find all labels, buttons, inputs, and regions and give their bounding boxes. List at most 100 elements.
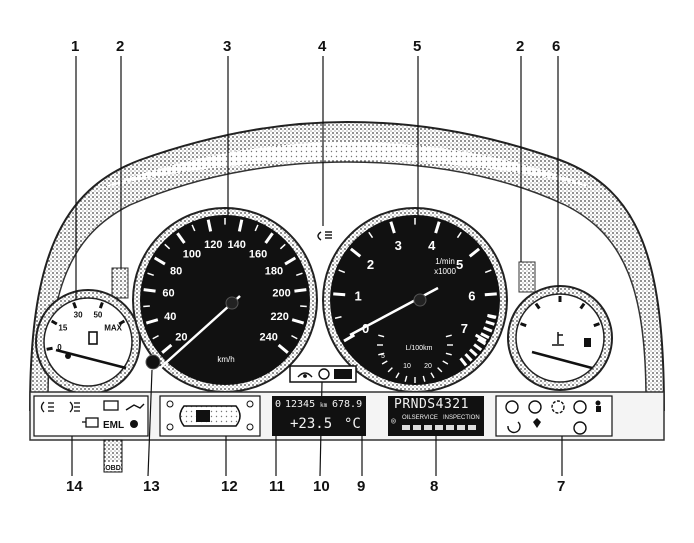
tachometer-tick	[349, 247, 362, 258]
front-fog-light-icon	[40, 401, 54, 413]
tachometer-tick	[368, 231, 374, 239]
cruise-control-icon	[297, 372, 313, 378]
oil-temp-icon	[584, 338, 591, 347]
fuel-economy-tick	[395, 372, 400, 379]
brake-pad-icon	[130, 420, 138, 428]
callout-7: 7	[557, 478, 566, 495]
speedometer-tick	[143, 305, 150, 308]
speedometer-tick	[300, 305, 307, 308]
seatbelt-icon	[507, 421, 521, 434]
callout-6: 6	[552, 38, 561, 55]
gear-service-lcd: PRNDS4321 ◎ OILSERVICE INSPECTION	[388, 396, 484, 436]
abs-icon	[318, 368, 330, 380]
callout-10: 10	[313, 478, 330, 495]
callout-8: 8	[430, 478, 439, 495]
airbag-icon	[595, 400, 601, 412]
fuel-economy-tick-label: 10	[403, 363, 411, 370]
fuel-economy-tick	[387, 367, 393, 373]
car-window-icon	[196, 410, 210, 422]
speedometer-label: 80	[170, 266, 182, 278]
fuel-economy-tick	[445, 352, 452, 356]
speedometer-tick	[237, 219, 244, 232]
speedometer-dial	[140, 215, 310, 385]
speedometer-tick	[161, 343, 173, 354]
fuel-low-icon	[65, 353, 71, 359]
battery-warning-icon	[103, 400, 119, 411]
tachometer-tick	[484, 269, 492, 274]
callout-12: 12	[221, 478, 238, 495]
speedometer-label: 100	[183, 248, 201, 260]
fuel-gauge-label: 0	[57, 343, 62, 352]
tachometer-redline-segment	[485, 320, 495, 326]
outside-temperature-unit: °C	[344, 416, 361, 432]
tachometer-hub	[413, 293, 427, 307]
speedometer-label: 20	[175, 331, 187, 343]
speedometer-tick	[143, 288, 156, 293]
oil-level-warning-icon	[145, 354, 161, 370]
inspection-label: INSPECTION	[443, 415, 480, 421]
fuel-gauge-tick	[72, 302, 78, 309]
abs-warning-icon	[528, 400, 542, 414]
temp-gauge-dial	[515, 293, 605, 383]
service-icon: ◎	[391, 416, 396, 425]
speedometer-tick	[291, 334, 298, 340]
oil-service-label: OILSERVICE	[402, 415, 438, 421]
tachometer-tick	[343, 333, 356, 343]
speedometer-tick	[264, 232, 274, 244]
speedometer-tick	[152, 334, 159, 340]
temp-gauge-tick	[534, 302, 541, 310]
speedometer-unit: km/h	[217, 355, 234, 364]
fuel-economy-tick	[404, 375, 408, 382]
fuel-economy-tick	[422, 375, 426, 382]
tachometer-redline-segment	[468, 348, 478, 357]
trip-odometer: 678.9	[332, 399, 363, 410]
speedometer-tick	[153, 256, 166, 266]
service-interval-bar	[402, 425, 478, 430]
tachometer-tick	[333, 292, 346, 297]
fuel-economy-tick	[378, 334, 385, 338]
tachometer-redline	[459, 313, 497, 367]
fuel-gauge-tick	[50, 319, 58, 326]
fuel-gauge-label: MAX	[104, 323, 122, 332]
engine-check-icon	[82, 417, 99, 428]
speedometer-label: 220	[271, 311, 289, 323]
fuel-economy-tick	[430, 372, 435, 379]
callout-1: 1	[71, 38, 80, 55]
tachometer-redline-segment	[459, 357, 468, 367]
speedometer-tick	[284, 256, 297, 266]
speedometer-tick	[145, 318, 159, 325]
fuel-economy-label: L/100km	[406, 345, 433, 352]
obd-tag-label: OBD	[105, 465, 121, 472]
fuel-economy-tick-label: 5	[381, 353, 385, 360]
leader-lines	[71, 56, 563, 477]
fuel-economy-tick	[445, 334, 452, 338]
right-indicator-block	[518, 261, 536, 293]
speedometer-label: 160	[249, 248, 267, 260]
callout-3: 3	[223, 38, 232, 55]
right-front-light-icon	[246, 400, 254, 408]
speedometer-label: 120	[204, 239, 222, 251]
tachometer-unit-bottom: x1000	[434, 267, 456, 276]
left-front-light-icon	[166, 400, 174, 408]
tachometer-tick	[456, 231, 462, 239]
temp-gauge-tick	[593, 322, 600, 328]
fuel-gauge-label: 30	[74, 311, 83, 320]
tachometer-tick	[474, 333, 487, 343]
tachometer-label: 0	[362, 321, 369, 336]
tachometer-label: 3	[395, 238, 402, 253]
odometer-total: 12345	[285, 399, 316, 410]
tachometer-tick	[468, 247, 481, 258]
fuel-gauge-tick	[118, 319, 126, 326]
callout-13: 13	[143, 478, 160, 495]
left-rear-light-icon	[166, 423, 174, 431]
tachometer-redline-segment	[464, 353, 473, 362]
cluster-hood-highlight	[95, 142, 600, 190]
left-warning-panel	[33, 395, 149, 437]
callout-2-right: 2	[516, 38, 525, 55]
fuel-economy-tick	[381, 360, 388, 365]
odometer-unit: km	[320, 402, 328, 409]
tachometer-label: 4	[428, 238, 436, 253]
parking-brake-icon	[573, 400, 587, 414]
